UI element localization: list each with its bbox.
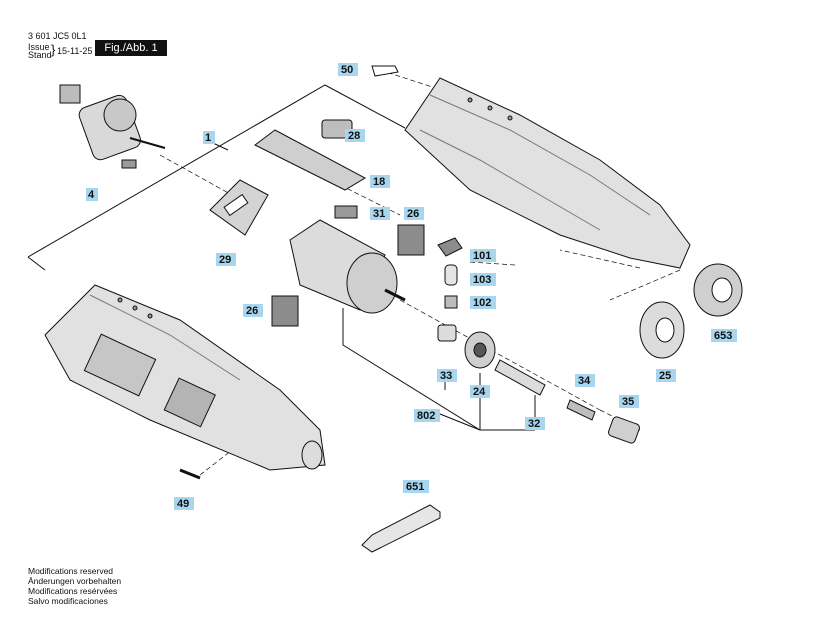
callout-102: 102 <box>470 296 496 309</box>
callout-26-top: 26 <box>404 207 424 220</box>
svg-text:651: 651 <box>406 481 424 493</box>
callout-35: 35 <box>619 395 639 408</box>
brace-glyph: } <box>51 42 56 57</box>
svg-text:24: 24 <box>473 386 486 398</box>
dash-top <box>379 69 461 97</box>
svg-text:101: 101 <box>473 250 491 262</box>
svg-text:25: 25 <box>659 370 671 382</box>
brush-26b-shape <box>271 295 299 327</box>
wrench-651-shape <box>361 504 441 553</box>
svg-text:31: 31 <box>373 208 385 220</box>
svg-text:802: 802 <box>417 410 435 422</box>
housing-bottom-half <box>44 284 326 471</box>
svg-text:18: 18 <box>373 176 385 188</box>
part-103-shape <box>444 264 458 286</box>
nut-35-shape <box>608 416 640 444</box>
callout-653: 653 <box>711 329 737 342</box>
callout-651: 651 <box>403 480 429 493</box>
shaft-32-shape <box>494 359 546 396</box>
svg-text:32: 32 <box>528 418 540 430</box>
svg-text:103: 103 <box>473 274 491 286</box>
motor <box>289 219 406 314</box>
callout-29: 29 <box>216 253 236 266</box>
part-31-shape <box>334 205 358 219</box>
svg-text:29: 29 <box>219 254 231 266</box>
svg-text:33: 33 <box>440 370 452 382</box>
leader-1 <box>212 142 229 151</box>
footer-line: Modifications reserved <box>28 566 114 576</box>
dash-screw <box>199 439 246 476</box>
screw-49-shape <box>179 468 201 480</box>
callout-1: 1 <box>203 131 215 144</box>
svg-text:28: 28 <box>348 130 360 142</box>
callout-28: 28 <box>345 129 365 142</box>
issue-date: 15-11-25 <box>57 46 93 56</box>
callout-24: 24 <box>470 385 490 398</box>
housing-top-half <box>404 77 691 269</box>
bracket-802 <box>342 308 535 431</box>
svg-text:35: 35 <box>622 396 634 408</box>
stand-label: Stand <box>28 50 52 60</box>
callout-101: 101 <box>470 249 496 262</box>
callout-49: 49 <box>174 497 194 510</box>
frame-line-left <box>27 256 46 271</box>
collet-34-shape <box>566 399 596 421</box>
svg-text:26: 26 <box>246 305 258 317</box>
callout-103: 103 <box>470 273 496 286</box>
dash-nose <box>609 269 681 301</box>
frame-line-top <box>27 84 406 258</box>
callout-18: 18 <box>370 175 390 188</box>
switch-assembly <box>59 84 166 169</box>
brush-26-shape <box>397 224 425 256</box>
callout-802: 802 <box>414 409 440 422</box>
svg-text:34: 34 <box>578 375 591 387</box>
issue-label: Issue <box>28 42 50 52</box>
sleeve-33-shape <box>437 324 457 342</box>
footer-line: Salvo modificaciones <box>28 596 108 606</box>
callout-33: 33 <box>437 369 457 382</box>
svg-text:102: 102 <box>473 297 491 309</box>
callout-25: 25 <box>656 369 676 382</box>
dash-switch <box>159 154 251 206</box>
svg-text:50: 50 <box>341 64 353 76</box>
figure-badge: Fig./Abb. 1 <box>95 40 167 56</box>
part-number: 3 601 JC5 0L1 <box>28 31 87 41</box>
callout-31: 31 <box>370 207 390 220</box>
svg-text:26: 26 <box>407 208 419 220</box>
callout-34: 34 <box>575 374 595 387</box>
svg-text:4: 4 <box>88 189 95 201</box>
svg-text:1: 1 <box>205 132 211 144</box>
callout-4: 4 <box>86 188 98 201</box>
footer-notes: Modifications reserved Änderungen vorbeh… <box>28 566 121 606</box>
part-102-shape <box>444 295 458 309</box>
contact-plate <box>254 119 367 191</box>
callout-26-left: 26 <box>243 304 263 317</box>
switch-slider <box>209 179 269 236</box>
svg-text:49: 49 <box>177 498 189 510</box>
svg-text:653: 653 <box>714 330 732 342</box>
footer-line: Änderungen vorbehalten <box>28 576 122 586</box>
dash-shaft <box>399 299 601 411</box>
callout-32: 32 <box>525 417 545 430</box>
callout-50: 50 <box>338 63 358 76</box>
clip-50-shape <box>371 65 399 77</box>
footer-line: Modifications resérvées <box>28 586 118 596</box>
part-101-shape <box>437 237 463 257</box>
